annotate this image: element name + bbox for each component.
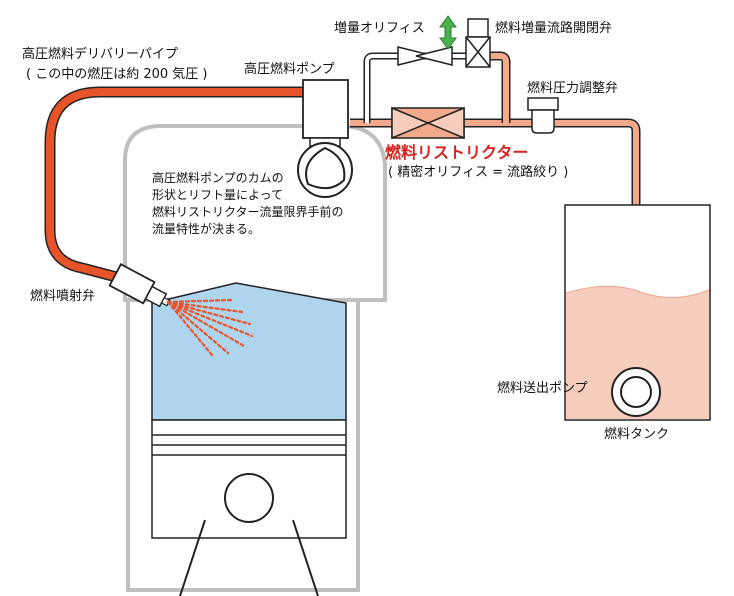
note-line-1: 高圧燃料ポンプのカムの: [152, 170, 284, 185]
fuel-spray: [166, 298, 254, 357]
pressure-regulator-symbol: [527, 97, 559, 134]
combustion-chamber: [151, 282, 347, 421]
injector-label: 燃料噴射弁: [30, 288, 95, 304]
note-line-3: 燃料リストリクター流量限界手前の: [152, 204, 344, 219]
hp-pump-label: 高圧燃料ポンプ: [244, 61, 335, 77]
increase-orifice-label: 増量オリフィス: [334, 21, 425, 36]
piston: [151, 419, 347, 596]
delivery-pipe: [44, 86, 309, 286]
bypass-line-left-fill: [365, 54, 468, 123]
hp-pump-symbol: [297, 79, 353, 198]
note-line-2: 形状とリフト量によって: [152, 188, 283, 202]
delivery-pipe-note: ( この中の燃圧は約 200 気圧 ): [26, 66, 208, 82]
delivery-pipe-label: 高圧燃料デリバリーパイプ: [22, 46, 178, 62]
bypass-line-right-fill: [488, 53, 509, 123]
increase-orifice-symbol: [397, 46, 453, 66]
feed-pump-symbol: [611, 367, 661, 417]
increase-valve-symbol: [465, 18, 491, 68]
tank-label: 燃料タンク: [604, 426, 669, 442]
low-pressure-line-fill: [350, 120, 639, 372]
feed-pump-label: 燃料送出ポンプ: [497, 380, 588, 396]
regulator-label: 燃料圧力調整弁: [527, 80, 618, 96]
increase-valve-label: 燃料増量流路開閉弁: [495, 20, 612, 36]
green-double-arrow-icon: [439, 15, 457, 50]
restrictor-label: 燃料リストリクター: [385, 143, 528, 162]
restrictor-symbol: [391, 106, 465, 140]
restrictor-note: ( 精密オリフィス = 流路絞り ): [388, 164, 568, 180]
note-line-4: 流量特性が決まる。: [152, 221, 260, 236]
injector-symbol: [108, 263, 171, 308]
delivery-pipe-fill: [46, 88, 307, 284]
